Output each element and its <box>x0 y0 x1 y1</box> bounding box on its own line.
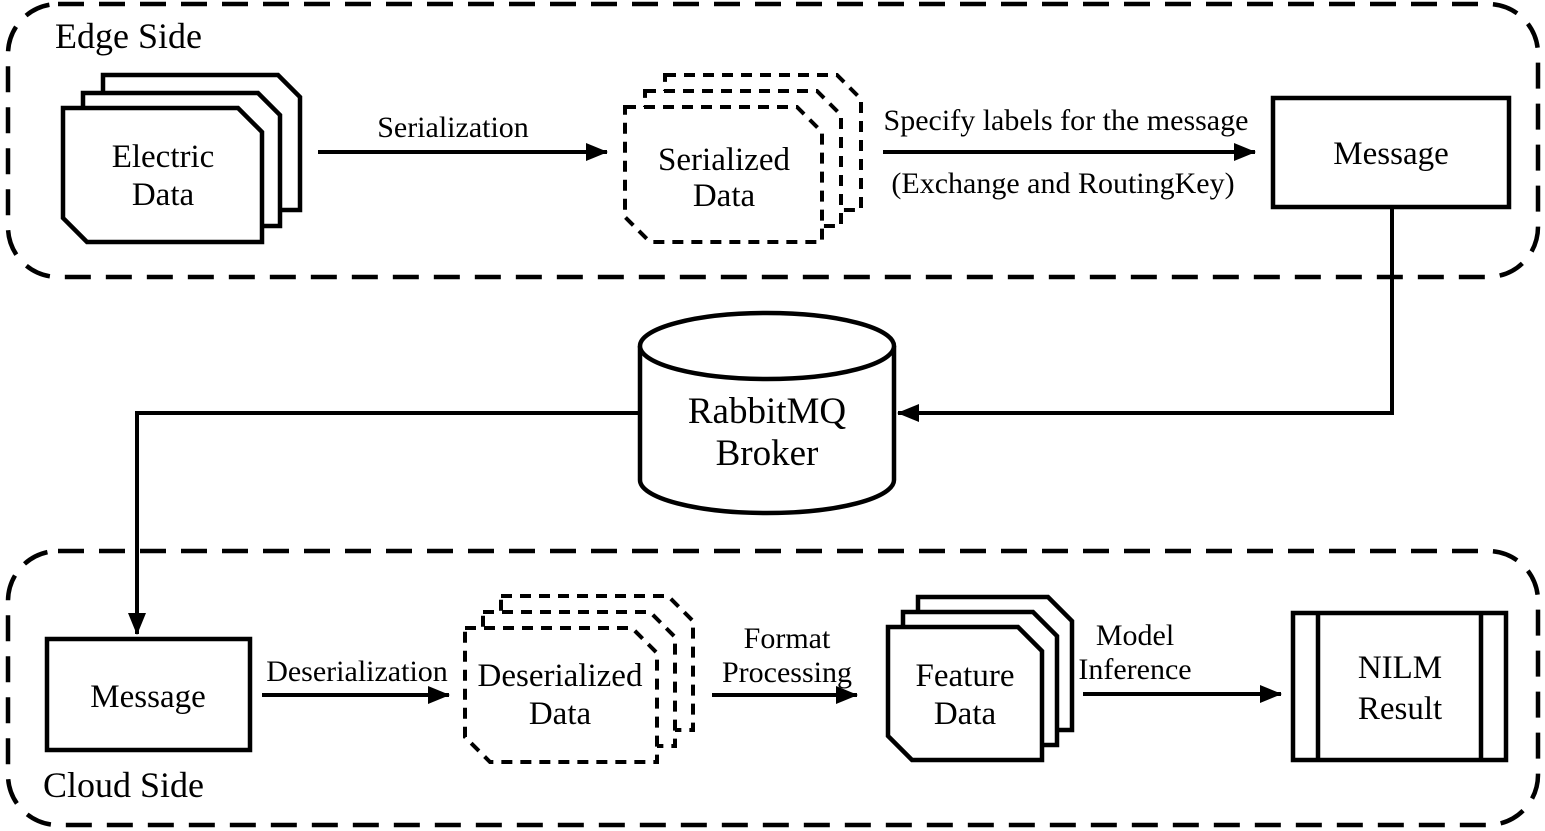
deserialized-data-label-line2: Data <box>529 696 592 732</box>
nilm-result-box <box>1290 610 1509 763</box>
deserialized-data-card-front <box>463 626 659 764</box>
feature-data-card-front <box>885 624 1045 763</box>
edge-side-container <box>5 1 1541 280</box>
nilm-result-label-line1: NILM <box>1358 650 1442 686</box>
cloud-message-box <box>44 636 253 753</box>
electric-data-label-line2: Data <box>132 177 195 213</box>
feature-data-node: Feature Data <box>885 594 1075 763</box>
deserialization-label: Deserialization <box>266 655 448 688</box>
serialization-label: Serialization <box>377 111 529 144</box>
feature-data-label-line1: Feature <box>916 658 1015 694</box>
serialization-arrow: Serialization <box>318 111 608 161</box>
nilm-result-label-line2: Result <box>1358 691 1442 727</box>
electric-data-label-line1: Electric <box>112 139 215 175</box>
specify-labels-arrow: Specify labels for the message (Exchange… <box>883 104 1256 200</box>
cloud-message-node: Message <box>44 636 253 753</box>
nilm-result-node: NILM Result <box>1290 610 1509 763</box>
model-inference-arrow: Model Inference <box>1078 619 1282 703</box>
serialized-data-node: Serialized Data <box>623 73 863 244</box>
serialized-data-label-line1: Serialized <box>658 142 790 178</box>
serialized-data-label-line2: Data <box>693 178 756 214</box>
electric-data-card-front <box>60 105 265 245</box>
cloud-side-label: Cloud Side <box>43 765 204 805</box>
deserialized-data-node: Deserialized Data <box>463 594 695 764</box>
edge-side-label: Edge Side <box>55 16 202 56</box>
specify-labels-line1: Specify labels for the message <box>884 104 1249 137</box>
specify-labels-line2: (Exchange and RoutingKey) <box>891 167 1234 200</box>
broker-cylinder-body <box>637 346 897 516</box>
serialized-data-card-front <box>623 105 824 244</box>
feature-data-label-line2: Data <box>934 696 997 732</box>
broker-label-line2: Broker <box>716 433 819 474</box>
format-processing-label-line2: Processing <box>722 656 852 689</box>
message-to-broker-connector <box>897 207 1394 422</box>
edge-message-box <box>1270 95 1512 210</box>
broker-to-message-connector <box>128 411 640 635</box>
model-inference-label-line2: Inference <box>1078 653 1191 686</box>
deserialization-arrow: Deserialization <box>262 655 450 704</box>
cloud-side-container <box>5 548 1541 828</box>
electric-data-node: Electric Data <box>60 72 303 245</box>
cloud-message-label: Message <box>90 679 205 715</box>
rabbitmq-broker-node: RabbitMQ Broker <box>637 310 897 516</box>
broker-cylinder-top <box>637 310 897 382</box>
edge-message-node: Message <box>1270 95 1512 210</box>
deserialized-data-label-line1: Deserialized <box>478 658 643 694</box>
edge-message-label: Message <box>1333 136 1448 172</box>
format-processing-arrow: Format Processing <box>712 622 858 704</box>
broker-label-line1: RabbitMQ <box>688 391 847 432</box>
format-processing-label-line1: Format <box>744 622 831 655</box>
model-inference-label-line1: Model <box>1096 619 1174 652</box>
